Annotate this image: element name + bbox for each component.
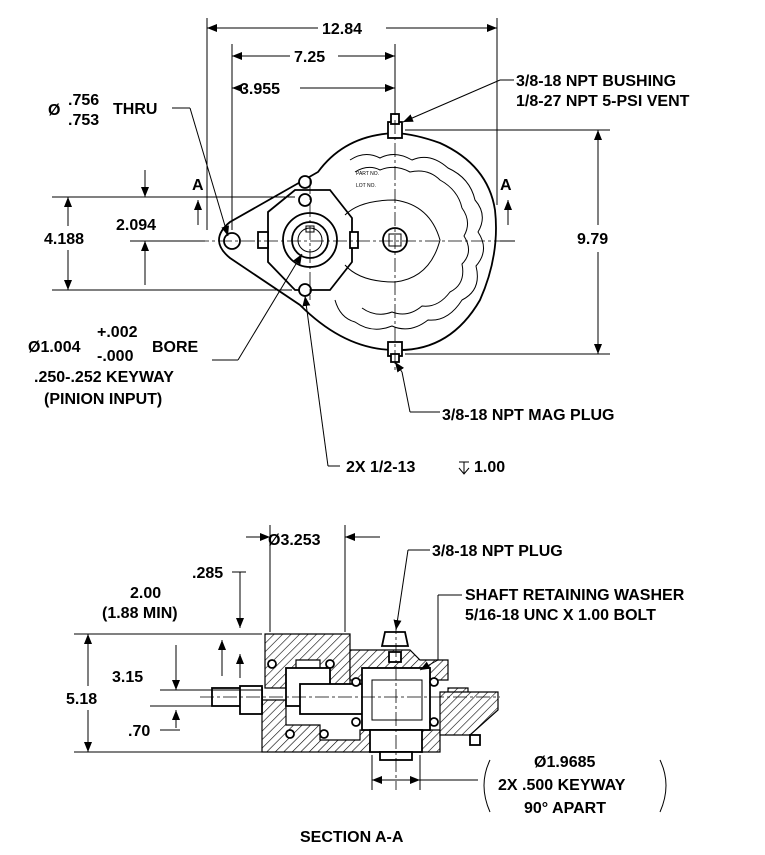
- dim-7-25: 7.25: [294, 49, 325, 66]
- dim-0-285: .285: [192, 565, 223, 582]
- shaft-keyway: 2X .500 KEYWAY: [498, 777, 626, 794]
- thru-label: THRU: [113, 101, 157, 118]
- thru-dim-lower: .753: [68, 112, 99, 129]
- section-end-cover: [439, 691, 499, 736]
- washer-callout-line1: SHAFT RETAINING WASHER: [465, 587, 685, 604]
- dim-height: 9.79: [577, 231, 608, 248]
- nameplate-part-no: PART NO.: [356, 171, 379, 177]
- dim-overall-width: 12.84: [322, 21, 362, 38]
- shaft-diameter: Ø1.9685: [534, 754, 595, 771]
- bushing-callout-line2: 1/8-27 NPT 5-PSI VENT: [516, 93, 690, 110]
- dim-2-00: 2.00: [130, 585, 161, 602]
- dim-dia-3-253: Ø3.253: [268, 532, 321, 549]
- dim-2-094: 2.094: [116, 217, 156, 234]
- thru-dim-upper: .756: [68, 92, 99, 109]
- section-marker-left: A: [192, 177, 204, 194]
- npt-plug: [380, 631, 410, 647]
- tapped-hole-upper: [298, 175, 312, 189]
- dim-4-188: 4.188: [44, 231, 84, 248]
- mag-plug-callout: 3/8-18 NPT MAG PLUG: [442, 407, 614, 424]
- bore-tolerance-minus: -.000: [97, 348, 134, 365]
- callout-paren-right: [659, 759, 667, 813]
- housing-inner-rib: [334, 154, 484, 330]
- bushing-callout-line1: 3/8-18 NPT BUSHING: [516, 73, 676, 90]
- section-title: SECTION A-A: [300, 829, 404, 846]
- section-marker-right: A: [500, 177, 512, 194]
- dim-5-18: 5.18: [66, 691, 97, 708]
- tapped-hole-bottom: [298, 283, 312, 297]
- pinion-input-label: (PINION INPUT): [44, 391, 162, 408]
- bore-tolerance-plus: +.002: [97, 324, 138, 341]
- output-boss: [344, 199, 441, 283]
- tapped-holes-callout: 2X 1/2-13: [346, 459, 415, 476]
- bore-diameter: Ø1.004: [28, 339, 81, 356]
- bore-label: BORE: [152, 339, 199, 356]
- keyway-callout: .250-.252 KEYWAY: [34, 369, 174, 386]
- callout-paren-left: [483, 759, 491, 813]
- top-view: PART NO. LOT NO. A A: [28, 18, 690, 476]
- dim-3-955: 3.955: [240, 81, 280, 98]
- dim-0-70: .70: [128, 723, 150, 740]
- nameplate-lot-no: LOT NO.: [356, 183, 376, 189]
- tapped-hole-top: [298, 193, 312, 207]
- section-view: Ø3.253 3/8-18 NPT PLUG .285 2.00 (1.88 M…: [66, 525, 685, 846]
- dim-1-88-min: (1.88 MIN): [102, 605, 178, 622]
- pinion-gear: [299, 683, 365, 715]
- shaft-keyway-apart: 90° APART: [524, 800, 606, 817]
- dim-3-15: 3.15: [112, 669, 143, 686]
- depth-symbol-icon: [458, 461, 470, 475]
- tapped-depth: 1.00: [474, 459, 505, 476]
- npt-plug-callout: 3/8-18 NPT PLUG: [432, 543, 563, 560]
- thru-dia-symbol: Ø: [48, 102, 60, 119]
- washer-callout-line2: 5/16-18 UNC X 1.00 BOLT: [465, 607, 656, 624]
